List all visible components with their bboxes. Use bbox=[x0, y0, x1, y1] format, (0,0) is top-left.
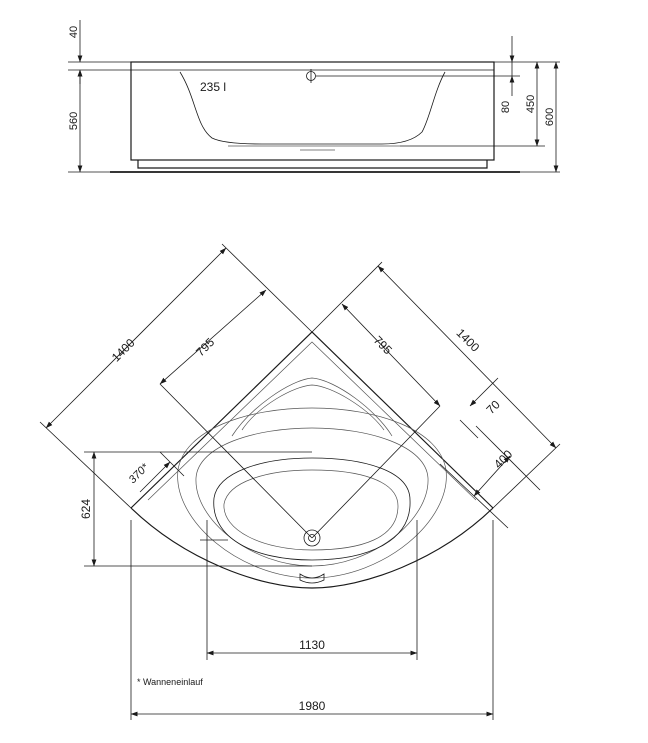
dim-side-left: 1400 bbox=[109, 336, 138, 365]
dim-overflow-offset: 80 bbox=[500, 101, 512, 113]
basin-outer bbox=[177, 407, 447, 579]
tub-sides bbox=[130, 331, 494, 509]
tub-body bbox=[130, 61, 495, 161]
dim-inner-depth: 450 bbox=[525, 95, 537, 113]
dim-front-depth: 624 bbox=[79, 499, 93, 519]
dim-rim-height: 40 bbox=[68, 26, 80, 38]
dim-corner-offset: 400 bbox=[491, 447, 515, 471]
dim-inner-width: 1130 bbox=[299, 638, 325, 652]
dim-side-right: 1400 bbox=[453, 326, 482, 355]
side-view: 235 l 40 560 80 450 600 bbox=[68, 20, 560, 173]
inlet bbox=[299, 573, 325, 584]
plan-view: 1400 795 1400 795 70 400 370* 624 bbox=[39, 243, 561, 720]
dim-body-height: 560 bbox=[68, 112, 80, 130]
dim-drain-offset: 370* bbox=[127, 461, 152, 486]
dim-inner-right: 795 bbox=[371, 333, 395, 357]
footnote: * Wanneneinlauf bbox=[137, 677, 203, 687]
basin-profile bbox=[179, 71, 446, 145]
tub-front-arc bbox=[130, 507, 494, 589]
dim-inner-left: 795 bbox=[193, 335, 217, 359]
dim-rim: 70 bbox=[483, 397, 503, 417]
drain bbox=[303, 529, 321, 547]
dim-total-height: 600 bbox=[544, 108, 556, 126]
dim-total-width: 1980 bbox=[299, 699, 326, 713]
backrest bbox=[231, 377, 393, 437]
basin-inner bbox=[213, 457, 411, 561]
volume-label: 235 l bbox=[200, 80, 226, 94]
tub-base bbox=[137, 160, 488, 169]
